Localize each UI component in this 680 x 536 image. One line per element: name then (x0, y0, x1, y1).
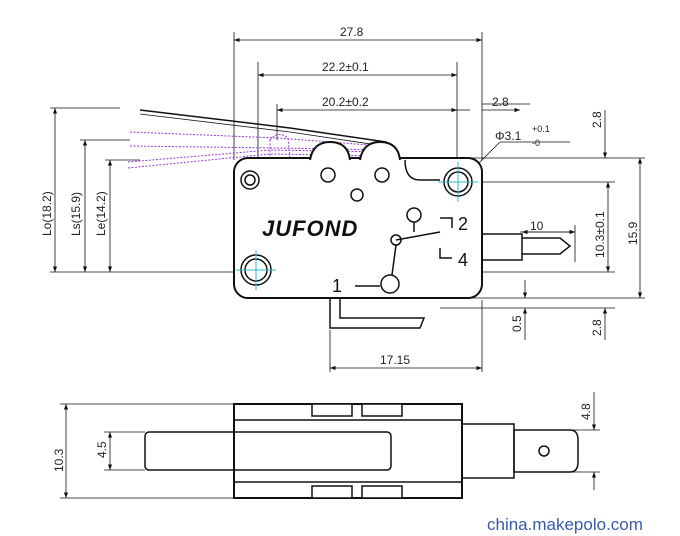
dim-top-edge: 2.8 (590, 111, 604, 128)
side-body (233, 403, 463, 499)
brand-label: JUFOND (262, 216, 358, 241)
contacts (355, 207, 453, 294)
dim-height: 15.9 (626, 221, 640, 245)
watermark: china.makepolo.com (487, 515, 643, 534)
body-bumps (309, 140, 440, 202)
dim-side-terminal: 4.8 (579, 403, 593, 420)
lever (139, 109, 393, 153)
dim-terminal-position: 17.15 (380, 353, 410, 367)
dim-side-width: 10.3 (52, 448, 66, 472)
dim-lever-pivot: 20.2±0.2 (322, 95, 369, 109)
dim-hole-diameter: Φ3.1 (495, 129, 522, 143)
pin-2-label: 2 (458, 214, 468, 234)
pin-1-label: 1 (332, 276, 342, 296)
dim-ls: Ls(15.9) (69, 192, 83, 236)
switch-body (233, 157, 483, 299)
dim-bottom-edge: 2.8 (590, 319, 604, 336)
dim-hole-tol-lower: -0 (532, 138, 540, 148)
dim-terminal-offset: 0.5 (510, 315, 524, 332)
dim-le: Le(14.2) (94, 191, 108, 236)
dim-hole-tol-upper: +0.1 (532, 124, 550, 134)
dim-lo: Lo(18.2) (40, 191, 54, 236)
terminals (329, 233, 572, 329)
dim-terminal-length: 10 (530, 219, 544, 233)
dim-hole-vertical-pitch: 10.3±0.1 (593, 211, 607, 258)
dim-overall-width: 27.8 (340, 25, 364, 39)
side-view (60, 392, 600, 499)
dim-hole-pitch: 22.2±0.1 (322, 60, 369, 74)
mounting-holes (236, 162, 478, 290)
dim-edge-to-hole: 2.8 (492, 95, 509, 109)
dimension-lines (52, 37, 643, 371)
pin-4-label: 4 (458, 250, 468, 270)
dim-side-slot: 4.5 (95, 441, 109, 458)
